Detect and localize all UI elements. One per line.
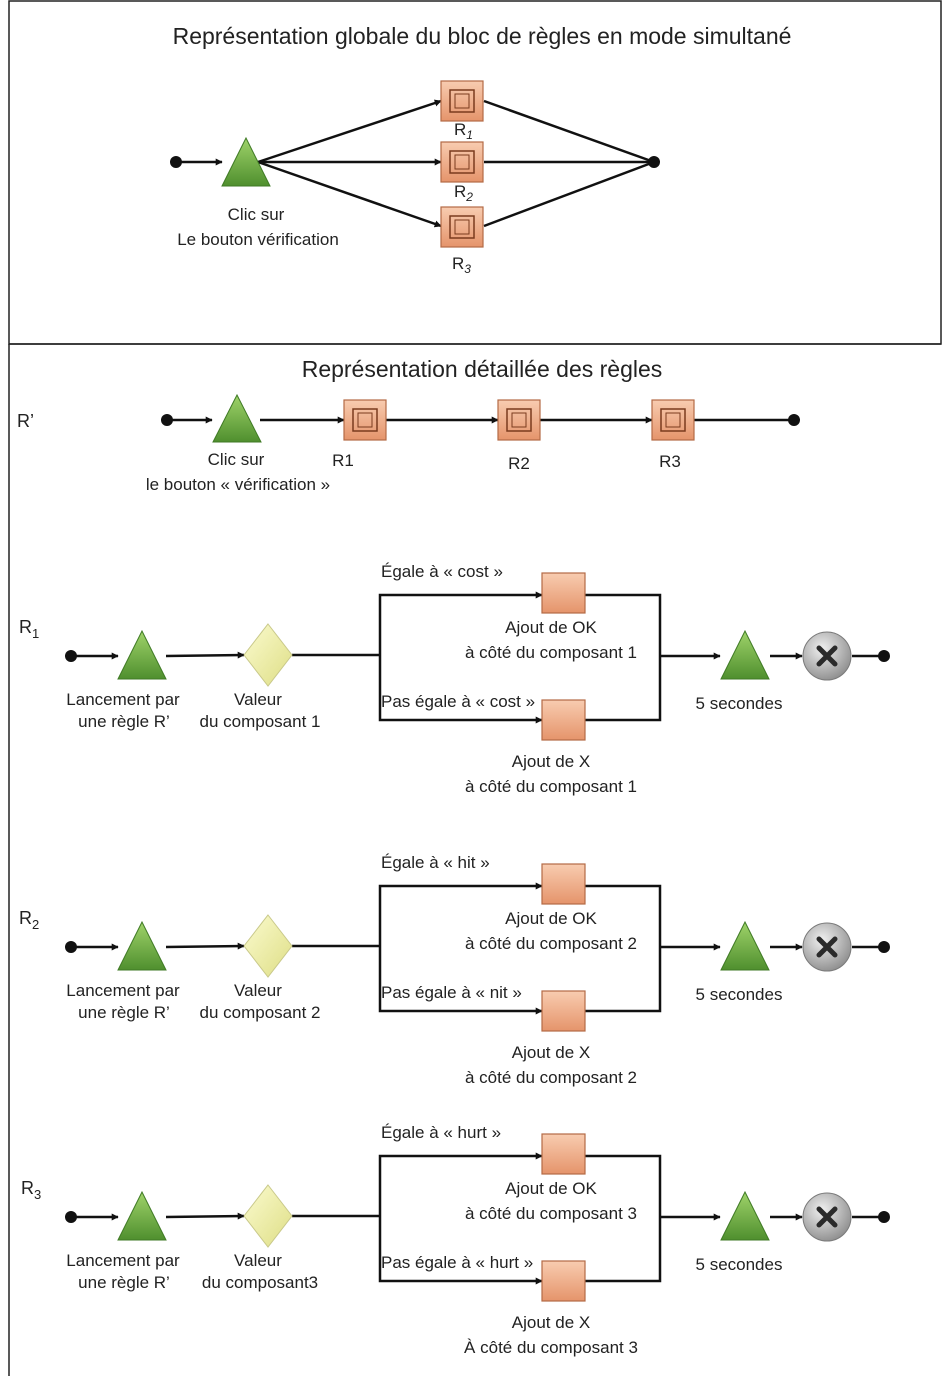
rule-start-dot <box>65 941 77 953</box>
rule-launch-label-2: une règle R’ <box>78 1003 170 1022</box>
rule-launch-triangle <box>117 920 167 971</box>
rule-end-dot <box>878 1211 890 1223</box>
rule-x-label-1: Ajout de X <box>512 1043 590 1062</box>
rule-end-cross-icon <box>802 1192 852 1242</box>
rprime-rule-box-r1 <box>343 399 387 441</box>
top-rule-box-r2 <box>440 141 484 183</box>
rule-value-label-2: du composant 2 <box>200 1003 321 1022</box>
rule-delay-label: 5 secondes <box>696 694 783 713</box>
rprime-end-dot <box>788 414 800 426</box>
rule-row-label: R3 <box>21 1178 41 1202</box>
rule-delay-triangle <box>720 920 770 971</box>
bottom-panel-border <box>8 343 941 1376</box>
top-flow <box>176 99 655 228</box>
rprime-trigger-label-2: le bouton « vérification » <box>146 475 330 494</box>
rule-equal-label: Égale à « cost » <box>381 562 503 581</box>
rule-x-box <box>541 1260 586 1302</box>
rule-row-r1: R1 Lancement par une règle R’ Valeur du … <box>19 562 890 796</box>
rule-x-label-2: à côté du composant 1 <box>465 777 637 796</box>
rule-end-cross-icon <box>802 631 852 681</box>
rule-row-label: R2 <box>19 908 39 932</box>
rule-decision-diamond <box>243 1184 293 1248</box>
rule-launch-label-2: une règle R’ <box>78 712 170 731</box>
rule-launch-label-1: Lancement par <box>66 690 180 709</box>
rule-flow-lines <box>71 591 884 724</box>
rule-launch-label-1: Lancement par <box>66 1251 180 1270</box>
top-end-dot <box>648 156 660 168</box>
top-trigger-label-2: Le bouton vérification <box>177 230 339 249</box>
rule-value-label-2: du composant3 <box>202 1273 318 1292</box>
rule-decision-diamond <box>243 623 293 687</box>
rprime-row-label: R’ <box>17 411 34 431</box>
rule-row-label: R1 <box>19 617 39 641</box>
rule-flow-lines <box>71 1152 884 1285</box>
rule-notequal-label: Pas égale à « hurt » <box>381 1253 533 1272</box>
rule-ok-label-1: Ajout de OK <box>505 1179 597 1198</box>
rule-x-label-2: à côté du composant 2 <box>465 1068 637 1087</box>
rule-end-cross-icon <box>802 922 852 972</box>
rule-equal-label: Égale à « hurt » <box>381 1123 501 1142</box>
rprime-start-dot <box>161 414 173 426</box>
rule-x-box <box>541 990 586 1032</box>
rprime-rule-box-r2 <box>497 399 541 441</box>
rule-x-label-1: Ajout de X <box>512 752 590 771</box>
rule-x-box <box>541 699 586 741</box>
rule-ok-label-1: Ajout de OK <box>505 618 597 637</box>
rule-row-r2: R2 Lancement par une règle R’ Valeur du … <box>19 853 890 1087</box>
rule-ok-label-2: à côté du composant 3 <box>465 1204 637 1223</box>
rprime-trigger-label-1: Clic sur <box>208 450 265 469</box>
rule-notequal-label: Pas égale à « nit » <box>381 983 522 1002</box>
top-title: Représentation globale du bloc de règles… <box>173 23 792 49</box>
rule-value-label-1: Valeur <box>234 981 282 1000</box>
rule-value-label-2: du composant 1 <box>200 712 321 731</box>
rule-delay-label: 5 secondes <box>696 985 783 1004</box>
top-r3-label: R3 <box>452 254 471 276</box>
rule-notequal-label: Pas égale à « cost » <box>381 692 535 711</box>
top-rule-box-r3 <box>440 206 484 248</box>
detail-title: Représentation détaillée des règles <box>302 356 663 382</box>
rule-flow-lines <box>71 882 884 1015</box>
rule-ok-box <box>541 863 586 905</box>
rule-equal-label: Égale à « hit » <box>381 853 490 872</box>
rule-end-dot <box>878 650 890 662</box>
rprime-trigger-triangle <box>212 393 262 443</box>
rule-delay-label: 5 secondes <box>696 1255 783 1274</box>
rule-row-r3: R3 Lancement par une règle R’ Valeur du … <box>21 1123 890 1357</box>
rprime-r1-label: R1 <box>332 451 354 470</box>
rule-launch-label-2: une règle R’ <box>78 1273 170 1292</box>
rule-delay-triangle <box>720 629 770 680</box>
rule-value-label-1: Valeur <box>234 690 282 709</box>
rule-ok-label-2: à côté du composant 1 <box>465 643 637 662</box>
rprime-rule-box-r3 <box>651 399 695 441</box>
rule-ok-label-1: Ajout de OK <box>505 909 597 928</box>
rule-ok-box <box>541 572 586 614</box>
top-trigger-triangle <box>221 136 271 187</box>
rule-delay-triangle <box>720 1190 770 1241</box>
top-r1-label: R1 <box>454 120 473 142</box>
rule-ok-box <box>541 1133 586 1175</box>
top-start-dot <box>170 156 182 168</box>
rule-start-dot <box>65 650 77 662</box>
rule-launch-label-1: Lancement par <box>66 981 180 1000</box>
rule-ok-label-2: à côté du composant 2 <box>465 934 637 953</box>
rule-x-label-1: Ajout de X <box>512 1313 590 1332</box>
rprime-r3-label: R3 <box>659 452 681 471</box>
top-trigger-label-1: Clic sur <box>228 205 285 224</box>
rule-launch-triangle <box>117 1190 167 1241</box>
rprime-r2-label: R2 <box>508 454 530 473</box>
top-r2-label: R2 <box>454 182 473 204</box>
rule-start-dot <box>65 1211 77 1223</box>
rule-value-label-1: Valeur <box>234 1251 282 1270</box>
rule-launch-triangle <box>117 629 167 680</box>
rule-end-dot <box>878 941 890 953</box>
top-rule-box-r1 <box>440 80 484 122</box>
rule-x-label-2: À côté du composant 3 <box>464 1338 638 1357</box>
rule-decision-diamond <box>243 914 293 978</box>
